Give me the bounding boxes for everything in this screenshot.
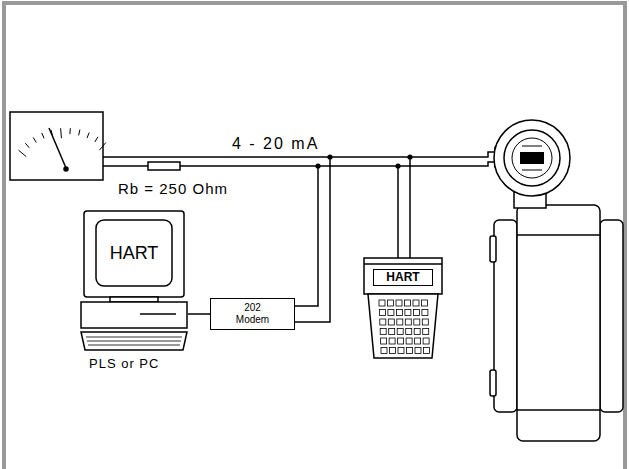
key xyxy=(422,300,428,306)
resistor-symbol xyxy=(148,162,180,170)
key xyxy=(398,348,404,354)
drive-slot xyxy=(140,313,176,315)
key xyxy=(406,338,412,344)
key xyxy=(389,329,395,335)
scale-tick xyxy=(25,143,29,148)
resistor-label: Rb = 250 Ohm xyxy=(118,180,228,197)
scale-tick xyxy=(79,130,80,136)
device-label: PLS or PC xyxy=(89,356,159,371)
cable xyxy=(188,313,210,315)
key xyxy=(380,329,386,335)
monitor xyxy=(84,211,184,297)
page-frame xyxy=(2,3,627,469)
scale-tick xyxy=(99,143,105,151)
key xyxy=(406,329,412,335)
handheld-band xyxy=(364,263,442,265)
key xyxy=(415,338,421,344)
scale-tick xyxy=(33,137,36,142)
junction-dots xyxy=(315,154,412,168)
scale-tick xyxy=(19,150,27,156)
handheld-communicator: HART xyxy=(364,258,442,358)
key xyxy=(405,310,411,316)
key xyxy=(413,310,419,316)
modem-box: 202 Modem xyxy=(210,298,295,330)
key xyxy=(407,348,413,354)
key xyxy=(379,310,385,316)
signal-label: 4 - 20 mA xyxy=(232,135,319,153)
handheld-keypad xyxy=(368,294,438,358)
key xyxy=(405,319,411,325)
computer-base xyxy=(81,302,187,328)
handheld-head xyxy=(364,258,442,294)
key xyxy=(424,348,430,354)
key xyxy=(422,319,428,325)
modem-wires xyxy=(295,157,330,322)
key xyxy=(414,319,420,325)
key xyxy=(388,310,394,316)
key xyxy=(396,300,402,306)
keyboard xyxy=(81,332,187,350)
key xyxy=(397,329,403,335)
scale-tick xyxy=(60,128,62,138)
key-row xyxy=(88,345,180,346)
key xyxy=(422,310,428,316)
key-row xyxy=(86,337,182,338)
key xyxy=(396,310,402,316)
key xyxy=(388,300,394,306)
modem-label: 202 Modem xyxy=(231,302,275,326)
scale-tick xyxy=(87,133,89,139)
scale-tick xyxy=(69,128,70,134)
key xyxy=(381,348,387,354)
key xyxy=(414,329,420,335)
key xyxy=(398,338,404,344)
scale-tick xyxy=(42,133,44,139)
screen-label: HART xyxy=(373,269,433,286)
key xyxy=(380,319,386,325)
key xyxy=(390,348,396,354)
handheld-wires xyxy=(398,157,410,258)
key xyxy=(405,300,411,306)
computer: HART xyxy=(80,210,188,352)
key xyxy=(389,338,395,344)
scale-tick xyxy=(95,137,98,142)
key xyxy=(413,300,419,306)
key xyxy=(397,319,403,325)
key xyxy=(415,348,421,354)
flowmeter xyxy=(490,120,623,441)
screen-label: HART xyxy=(96,220,172,286)
analog-meter xyxy=(10,112,106,180)
key xyxy=(381,338,387,344)
computer-outline xyxy=(80,210,188,352)
monitor-screen xyxy=(96,220,172,286)
key xyxy=(388,319,394,325)
key xyxy=(423,338,429,344)
key-row xyxy=(87,341,181,342)
key xyxy=(423,329,429,335)
key xyxy=(379,300,385,306)
